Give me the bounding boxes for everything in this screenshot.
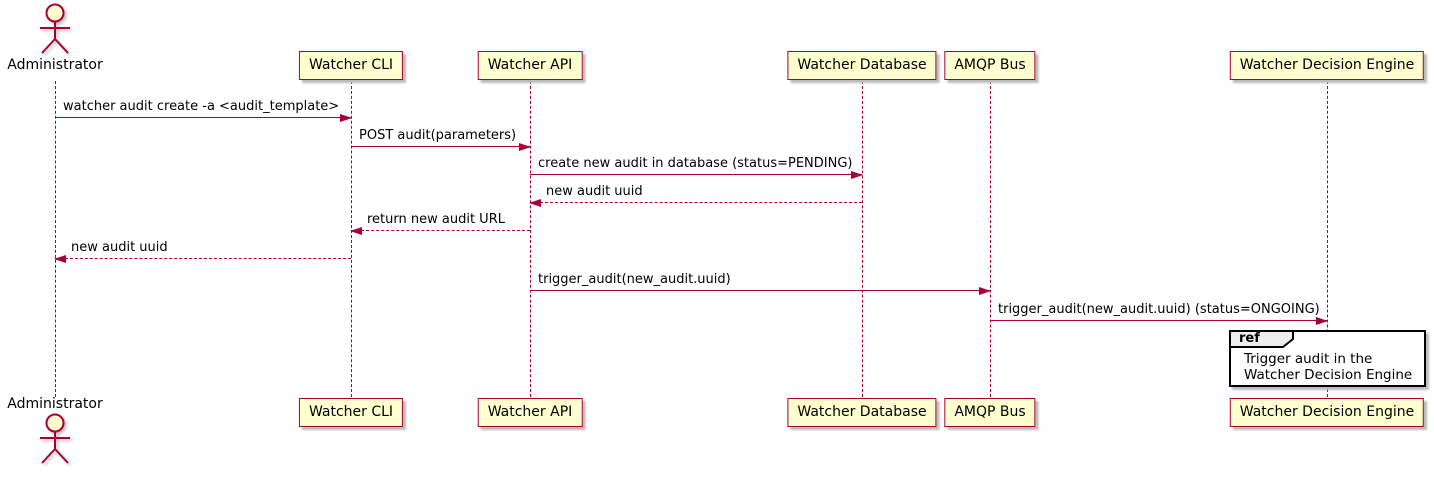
message-line (990, 320, 1327, 321)
message-line (351, 230, 530, 231)
message-line (530, 202, 862, 203)
message-return: return new audit URL (350, 212, 530, 235)
lifeline (351, 81, 352, 397)
ref-text-line: Watcher Decision Engine (1244, 367, 1413, 383)
arrowhead-icon (529, 199, 541, 207)
message-call: trigger_audit(new_audit.uuid) (status=ON… (990, 302, 1328, 325)
participant-box: Watcher API (477, 398, 583, 427)
participant-box: Watcher Database (787, 398, 937, 427)
message-label: return new audit URL (367, 212, 505, 227)
lifeline (1327, 81, 1328, 397)
person-icon (40, 413, 70, 464)
person-icon (40, 3, 70, 54)
ref-text-line: Trigger audit in the (1244, 351, 1373, 367)
message-line (530, 290, 990, 291)
lifeline (530, 81, 531, 397)
arrowhead-icon (54, 255, 66, 263)
actor-label: Administrator (7, 57, 103, 73)
message-label: watcher audit create -a <audit_template> (63, 99, 340, 114)
actor-administrator-top: Administrator (0, 3, 110, 74)
participant-box: Watcher Decision Engine (1229, 398, 1425, 427)
message-return: new audit uuid (54, 240, 351, 263)
ref-body: Trigger audit in the Watcher Decision En… (1244, 351, 1420, 383)
message-call: create new audit in database (status=PEN… (530, 156, 863, 179)
arrowhead-icon (851, 171, 863, 179)
participant-box: Watcher Decision Engine (1229, 51, 1425, 80)
actor-administrator-bottom: Administrator (0, 396, 110, 467)
arrowhead-icon (350, 227, 362, 235)
participant-box: AMQP Bus (944, 398, 1036, 427)
message-label: new audit uuid (71, 240, 168, 255)
lifeline (862, 81, 863, 397)
arrowhead-icon (519, 143, 531, 151)
message-call: watcher audit create -a <audit_template> (55, 99, 352, 122)
arrowhead-icon (340, 114, 352, 122)
message-call: POST audit(parameters) (351, 128, 531, 151)
participant-box: Watcher CLI (298, 51, 404, 80)
message-label: POST audit(parameters) (359, 128, 517, 143)
lifeline (55, 81, 56, 397)
message-label: trigger_audit(new_audit.uuid) (538, 272, 731, 287)
participant-box: Watcher API (477, 51, 583, 80)
message-return: new audit uuid (529, 184, 862, 207)
message-line (55, 117, 351, 118)
ref-fragment: ref Trigger audit in the Watcher Decisio… (1229, 330, 1426, 387)
participant-box: Watcher CLI (298, 398, 404, 427)
actor-label: Administrator (7, 396, 103, 412)
ref-header: ref (1230, 331, 1294, 348)
message-label: new audit uuid (546, 184, 643, 199)
message-label: create new audit in database (status=PEN… (538, 156, 853, 171)
arrowhead-icon (979, 287, 991, 295)
ref-pentagon-icon (1230, 331, 1294, 348)
participant-box: AMQP Bus (944, 51, 1036, 80)
message-label: trigger_audit(new_audit.uuid) (status=ON… (998, 302, 1320, 317)
ref-keyword: ref (1239, 331, 1260, 346)
message-line (530, 174, 862, 175)
lifeline (990, 81, 991, 397)
message-line (351, 146, 530, 147)
message-line (55, 258, 351, 259)
participant-box: Watcher Database (787, 51, 937, 80)
arrowhead-icon (1316, 317, 1328, 325)
message-call: trigger_audit(new_audit.uuid) (530, 272, 991, 295)
